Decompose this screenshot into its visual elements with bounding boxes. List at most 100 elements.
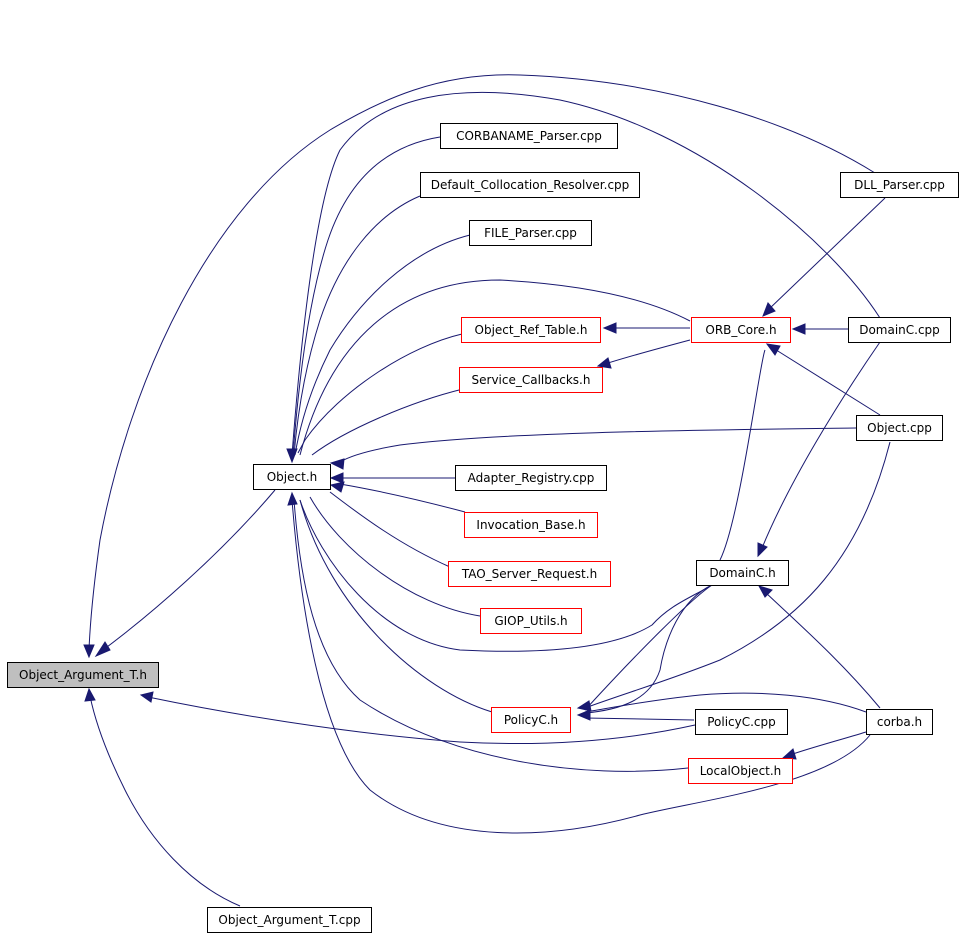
node-service-callbacks-h[interactable]: Service_Callbacks.h: [459, 367, 603, 393]
node-box: [688, 758, 793, 784]
node-file-parser-cpp[interactable]: FILE_Parser.cpp: [469, 220, 592, 246]
node-box: [464, 512, 598, 538]
node-label: DomainC.cpp: [859, 323, 940, 337]
edge-object-cpp-to-object-h: [339, 427, 857, 463]
node-box: [856, 415, 943, 441]
arrow-object-h-top: [286, 448, 298, 464]
edge-corba-h-to-domainc-h: [757, 585, 881, 709]
edge-tao-server-request-to-object-h: [329, 491, 451, 568]
node-label: Object_Argument_T.h: [19, 668, 147, 682]
node-default-collocation-resolver-cpp[interactable]: Default_Collocation_Resolver.cpp: [420, 172, 640, 198]
edge-domainc-h-to-orb-core: [719, 349, 766, 561]
edge-corba-h-to-object-h: [291, 499, 871, 834]
node-box: [691, 317, 791, 343]
edge-domainc-h-to-policyc-h-2: [584, 584, 713, 711]
edge-corba-h-to-localobject: [781, 731, 867, 760]
edge-orb-core-to-object-ref-table: [602, 322, 690, 334]
node-label: Object.cpp: [867, 421, 932, 435]
edge-orb-core-to-service-callbacks: [596, 339, 691, 369]
node-box: [207, 907, 372, 933]
node-box: [848, 317, 951, 343]
node-label: corba.h: [877, 715, 922, 729]
node-box: [469, 220, 592, 246]
node-box: [696, 560, 789, 586]
node-label: PolicyC.h: [504, 713, 558, 727]
node-dll-parser-cpp[interactable]: DLL_Parser.cpp: [840, 172, 959, 198]
edge-default-collocation-to-object-h: [293, 195, 421, 456]
node-label: CORBANAME_Parser.cpp: [456, 129, 602, 143]
node-object-h[interactable]: Object.h: [253, 464, 331, 490]
node-label: Object.h: [267, 470, 318, 484]
edge-domainc-cpp-to-orb-core: [791, 323, 848, 335]
edge-policyc-h-to-object-h: [299, 499, 493, 713]
node-label: PolicyC.cpp: [707, 715, 776, 729]
arrow-object-h-right-lower: [329, 481, 345, 493]
node-box: [448, 561, 611, 587]
edge-object-cpp-to-policyc-h: [584, 441, 891, 709]
node-label: Service_Callbacks.h: [472, 373, 591, 387]
node-domainc-cpp[interactable]: DomainC.cpp: [848, 317, 951, 343]
node-corba-h[interactable]: corba.h: [866, 709, 933, 735]
node-localobject-h[interactable]: LocalObject.h: [688, 758, 793, 784]
node-tao-server-request-h[interactable]: TAO_Server_Request.h: [448, 561, 611, 587]
node-label: LocalObject.h: [700, 764, 782, 778]
node-object-argument-t-h[interactable]: Object_Argument_T.h: [7, 662, 159, 688]
arrow-policyc-h-upper: [576, 700, 592, 712]
node-label: DomainC.h: [709, 566, 775, 580]
node-box: [440, 123, 618, 149]
graph-nodes: Object_Argument_T.hObject_Argument_T.cpp…: [7, 123, 959, 933]
node-box: [491, 707, 571, 733]
node-label: Default_Collocation_Resolver.cpp: [431, 178, 630, 192]
node-label: Invocation_Base.h: [476, 518, 585, 532]
edge-dll-parser-cpp-to-object-argument-t-h: [83, 74, 876, 659]
node-label: FILE_Parser.cpp: [484, 226, 577, 240]
node-label: Adapter_Registry.cpp: [468, 471, 595, 485]
node-label: GIOP_Utils.h: [494, 614, 567, 628]
edge-file-parser-to-object-h: [294, 234, 471, 456]
edge-object-cpp-to-orb-core: [765, 343, 881, 416]
node-policyc-cpp[interactable]: PolicyC.cpp: [695, 709, 788, 735]
node-invocation-base-h[interactable]: Invocation_Base.h: [464, 512, 598, 538]
edge-domainc-h-to-policyc-h: [584, 584, 713, 714]
node-object-argument-t-cpp[interactable]: Object_Argument_T.cpp: [207, 907, 372, 933]
node-box: [7, 662, 159, 688]
node-giop-utils-h[interactable]: GIOP_Utils.h: [480, 608, 582, 634]
node-policyc-h[interactable]: PolicyC.h: [491, 707, 571, 733]
node-box: [459, 367, 603, 393]
node-domainc-h[interactable]: DomainC.h: [696, 560, 789, 586]
node-box: [840, 172, 959, 198]
arrow-policyc-h: [576, 709, 591, 721]
edge-invocation-base-to-object-h: [339, 483, 466, 513]
node-box: [866, 709, 933, 735]
edge-policyc-cpp-to-policyc-h: [584, 717, 695, 721]
edge-domainc-h-to-object-h: [299, 499, 713, 652]
node-object-ref-table-h[interactable]: Object_Ref_Table.h: [461, 317, 601, 343]
node-label: DLL_Parser.cpp: [854, 178, 945, 192]
node-orb-core-h[interactable]: ORB_Core.h: [691, 317, 791, 343]
node-corbaname-parser-cpp[interactable]: CORBANAME_Parser.cpp: [440, 123, 618, 149]
node-box: [461, 317, 601, 343]
edge-domainc-cpp-to-object-h: [291, 91, 881, 456]
edge-policyc-cpp-to-object-argument-t-h: [139, 691, 696, 745]
arrow-object-h-right-upper: [329, 458, 345, 470]
node-box: [455, 465, 607, 491]
node-label: TAO_Server_Request.h: [461, 567, 597, 581]
node-object-cpp[interactable]: Object.cpp: [856, 415, 943, 441]
node-box: [695, 709, 788, 735]
node-label: ORB_Core.h: [705, 323, 776, 337]
arrow-object-h-right: [329, 472, 344, 484]
node-box: [480, 608, 582, 634]
node-adapter-registry-cpp[interactable]: Adapter_Registry.cpp: [455, 465, 607, 491]
node-label: Object_Argument_T.cpp: [218, 913, 360, 927]
edge-dll-parser-to-orb-core: [762, 197, 886, 317]
edge-localobject-to-object-h: [293, 499, 689, 772]
edge-service-callbacks-to-object-h: [311, 388, 464, 456]
node-box: [253, 464, 331, 490]
node-box: [420, 172, 640, 198]
edge-object-ref-table-to-object-h: [297, 333, 463, 454]
edge-domainc-cpp-to-domainc-h: [757, 341, 881, 558]
arrow-object-h-bottom: [287, 491, 298, 506]
edge-corba-h-to-policyc-h: [584, 692, 867, 713]
graph-edges: [83, 74, 891, 907]
